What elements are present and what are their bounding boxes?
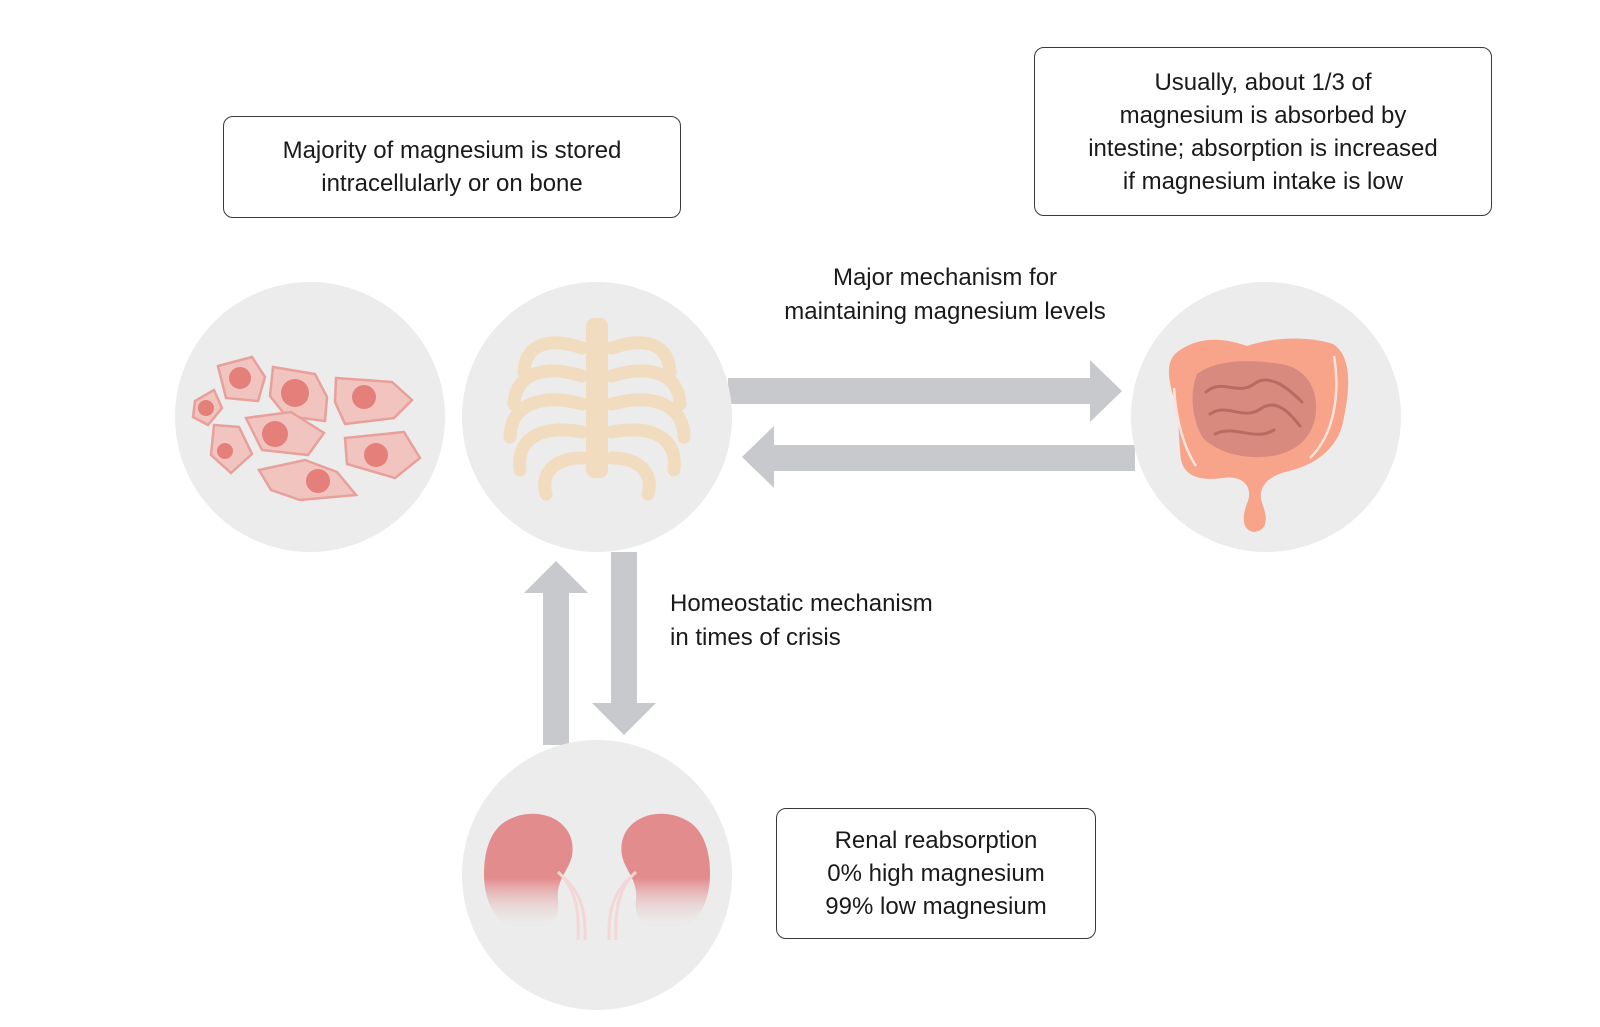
major-mechanism-line-1: Major mechanism for <box>832 264 1058 291</box>
intestine-callout-line-1: Usually, about 1/3 of <box>1154 68 1372 96</box>
renal-callout-line-1: Renal reabsorption <box>834 827 1038 854</box>
arrow-intestine-to-bone <box>742 426 1135 488</box>
homeostatic-line-2: in times of crisis <box>670 624 841 651</box>
renal-callout: Renal reabsorption 0% high magnesium 99%… <box>776 808 1096 939</box>
kidneys-icon <box>484 813 710 941</box>
homeostatic-label: Homeostatic mechanism in times of crisis <box>670 587 933 655</box>
cells-icon <box>191 355 422 502</box>
arrow-bone-to-kidney <box>592 552 656 735</box>
renal-callout-line-3: 99% low magnesium <box>825 893 1047 920</box>
storage-callout-line-1: Majority of magnesium is stored <box>282 137 622 164</box>
ribcage-icon <box>503 318 691 501</box>
intestine-icon <box>1168 338 1349 532</box>
storage-callout: Majority of magnesium is stored intracel… <box>223 116 681 218</box>
renal-callout-line-2: 0% high magnesium <box>827 860 1045 887</box>
homeostatic-line-1: Homeostatic mechanism <box>670 590 933 617</box>
intestine-callout-line-3: intestine; absorption is increased <box>1088 134 1438 162</box>
storage-callout-line-2: intracellularly or on bone <box>321 170 583 197</box>
intestine-callout-line-4: if magnesium intake is low <box>1122 167 1404 195</box>
intestine-callout-line-2: magnesium is absorbed by <box>1119 101 1407 129</box>
arrow-bone-to-intestine <box>728 360 1122 422</box>
arrow-kidney-to-bone <box>524 561 588 745</box>
major-mechanism-label: Major mechanism for maintaining magnesiu… <box>740 261 1150 329</box>
kidney-circle <box>462 740 732 1010</box>
intestine-callout: Usually, about 1/3 of magnesium is absor… <box>1034 47 1492 216</box>
major-mechanism-line-2: maintaining magnesium levels <box>784 298 1106 325</box>
